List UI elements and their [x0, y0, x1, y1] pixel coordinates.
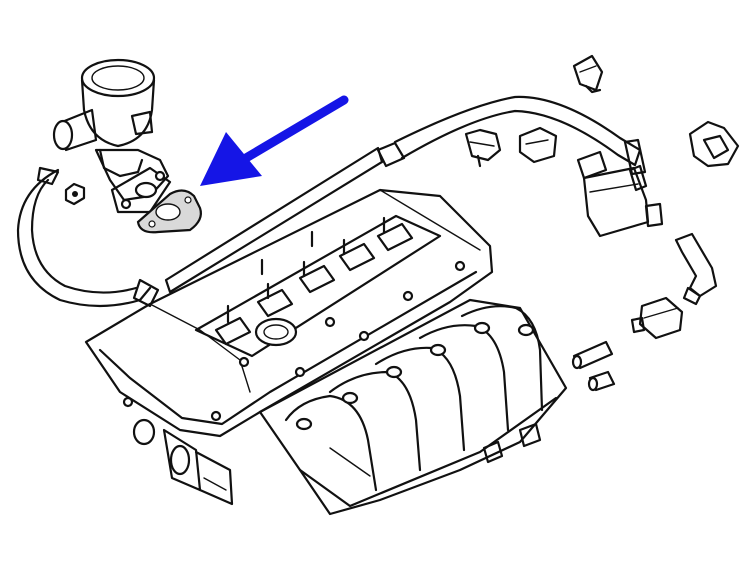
- oil-cap-icon: [254, 317, 298, 347]
- filter-icon: [630, 296, 684, 340]
- valve-flange-icon: [110, 166, 172, 214]
- intake-manifold-icon: [258, 298, 568, 516]
- tube-piece-icon: [587, 370, 616, 392]
- breather-hose-icon: [16, 166, 160, 308]
- gasket-icon: [136, 189, 202, 234]
- solenoid-valve-icon: [576, 150, 664, 238]
- valve-housing-icon: [52, 58, 170, 202]
- clip-holder-icon: [518, 126, 558, 164]
- injector-port-icon: [295, 321, 535, 431]
- tube-short-icon: [571, 340, 614, 370]
- clip-top-icon: [572, 54, 604, 94]
- connector-hose-icon: [674, 232, 718, 306]
- nut-icon: [64, 182, 86, 206]
- clip-bracket-icon: [464, 128, 502, 168]
- rubber-mount-icon: [688, 120, 740, 168]
- coil-well-icon: [214, 222, 414, 346]
- bolt-icon: [122, 260, 466, 422]
- valve-cover-icon: [84, 188, 494, 506]
- stud-icon: [226, 216, 386, 324]
- pointer-arrow-icon: [200, 95, 349, 186]
- vacuum-hose-icon: [164, 95, 647, 294]
